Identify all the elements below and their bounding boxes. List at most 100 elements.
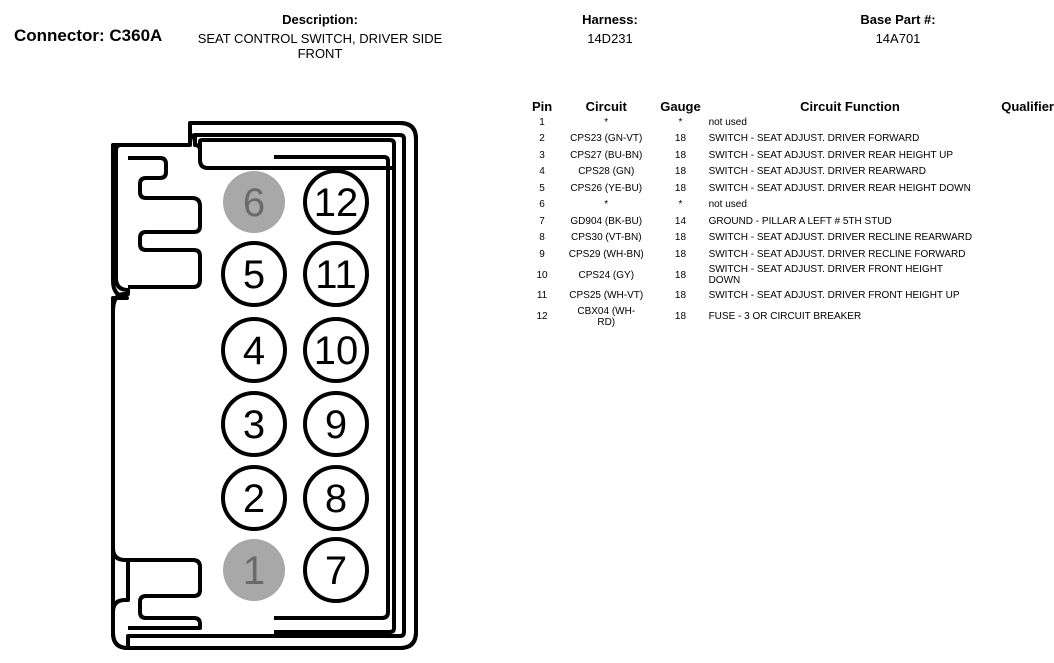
pin-cell: 1 xyxy=(539,116,545,128)
col-header-function: Circuit Function xyxy=(800,99,900,114)
circuit-cell: CPS26 (YE-BU) xyxy=(570,182,643,194)
gauge-cell: 18 xyxy=(674,269,687,281)
pin-circle xyxy=(221,317,287,383)
pin-circle xyxy=(303,391,369,457)
base-part-value: 14A701 xyxy=(875,31,921,46)
col-header-circuit: Circuit xyxy=(585,99,627,114)
harness-value: 14D231 xyxy=(587,31,633,46)
pin-label: 11 xyxy=(315,253,357,297)
qualifier-cell xyxy=(995,213,1054,230)
circuit-cell: CPS25 (WH-VT) xyxy=(569,290,644,302)
pin-label: 6 xyxy=(243,181,265,225)
function-cell: SWITCH - SEAT ADJUST. DRIVER FORWARD xyxy=(708,133,920,145)
pin-cell: 3 xyxy=(539,149,545,161)
connector-latch-top xyxy=(128,156,202,289)
qualifier-cell xyxy=(995,180,1054,197)
gauge-cell: * xyxy=(678,116,683,128)
pin-label: 3 xyxy=(243,403,265,447)
gauge-cell: 18 xyxy=(674,311,687,322)
function-cell: SWITCH - SEAT ADJUST. DRIVER REAR HEIGHT… xyxy=(708,149,954,161)
pin-circle xyxy=(303,241,369,307)
pin-cell: 10 xyxy=(536,269,548,281)
pin-9: 9 xyxy=(303,391,369,457)
pin-circle xyxy=(221,465,287,531)
connector-title: Connector: C360A xyxy=(14,26,163,45)
pin-circle xyxy=(303,169,369,235)
pin-2: 2 xyxy=(221,465,287,531)
pin-circle xyxy=(223,539,285,601)
pin-label: 8 xyxy=(325,477,347,521)
pin-6: 6 xyxy=(223,171,285,233)
function-cell: SWITCH - SEAT ADJUST. DRIVER REAR HEIGHT… xyxy=(708,182,971,194)
gauge-cell: 18 xyxy=(674,182,687,194)
circuit-cell: CPS30 (VT-BN) xyxy=(570,232,642,244)
function-cell: not used xyxy=(708,116,747,128)
pin-cell: 2 xyxy=(539,133,545,145)
function-cell: SWITCH - SEAT ADJUST. DRIVER RECLINE REA… xyxy=(708,232,973,244)
pin-11: 11 xyxy=(303,241,369,307)
pin-3: 3 xyxy=(221,391,287,457)
table-row: 3 CPS27 (BU-BN) 18 SWITCH - SEAT ADJUST. DR… xyxy=(528,147,1054,164)
base-part-label: Base Part #: xyxy=(860,12,936,27)
qualifier-cell xyxy=(995,114,1054,131)
connector-inner-cavity xyxy=(193,135,396,634)
circuit-cell: CPS28 (GN) xyxy=(578,166,635,178)
qualifier-cell xyxy=(995,147,1054,164)
function-cell: GROUND - PILLAR A LEFT # 5TH STUD xyxy=(708,215,892,227)
qualifier-cell xyxy=(995,164,1054,181)
pin-label: 10 xyxy=(314,329,359,373)
gauge-cell: 18 xyxy=(674,290,687,302)
gauge-cell: 18 xyxy=(674,133,687,145)
col-header-pin: Pin xyxy=(531,99,553,114)
pin-cell: 8 xyxy=(539,232,545,244)
gauge-cell: 18 xyxy=(674,149,687,161)
pin-10: 10 xyxy=(303,317,369,383)
gauge-cell: 14 xyxy=(674,215,687,227)
circuit-cell: * xyxy=(604,116,609,128)
pin-label: 4 xyxy=(243,329,265,373)
qualifier-cell xyxy=(995,288,1054,305)
pin-label: 5 xyxy=(243,253,265,297)
qualifier-cell xyxy=(995,197,1054,214)
pin-12: 12 xyxy=(303,169,369,235)
pin-4: 4 xyxy=(221,317,287,383)
col-header-gauge: Gauge xyxy=(660,99,701,114)
pin-cell: 12 xyxy=(536,311,548,322)
pin-cell: 5 xyxy=(539,182,545,194)
pin-8: 8 xyxy=(303,465,369,531)
circuit-cell: GD904 (BK-BU) xyxy=(570,215,643,227)
function-cell: SWITCH - SEAT ADJUST. DRIVER REARWARD xyxy=(708,166,926,178)
col-header-qualifier: Qualifier xyxy=(1001,99,1054,114)
pin-5: 5 xyxy=(221,241,287,307)
base-part-block: Base Part #: 14A701 xyxy=(818,12,978,46)
function-cell: SWITCH - SEAT ADJUST. DRIVER FRONT HEIGH… xyxy=(708,290,960,302)
pin-7: 7 xyxy=(303,537,369,603)
table-row: 2 CPS23 (GN-VT) 18 SWITCH - SEAT ADJUST. DR… xyxy=(528,131,1054,148)
harness-label: Harness: xyxy=(582,12,638,27)
circuit-cell: * xyxy=(604,199,609,211)
circuit-cell: CPS27 (BU-BN) xyxy=(570,149,643,161)
gauge-cell: * xyxy=(678,199,683,211)
pin-circle xyxy=(303,465,369,531)
pin-circle xyxy=(303,317,369,383)
description-block: Description: SEAT CONTROL SWITCH, DRIVER… xyxy=(180,12,460,61)
description-label: Description: xyxy=(282,12,358,27)
circuit-cell: CPS29 (WH-BN) xyxy=(568,248,644,260)
circuit-cell: CPS23 (GN-VT) xyxy=(570,133,643,145)
qualifier-cell xyxy=(995,230,1054,247)
pin-cell: 6 xyxy=(539,199,545,211)
qualifier-cell xyxy=(995,131,1054,148)
circuit-cell: CPS24 (GY) xyxy=(578,269,635,281)
pin-cell: 11 xyxy=(536,290,548,302)
function-cell: SWITCH - SEAT ADJUST. DRIVER RECLINE FOR… xyxy=(708,248,966,260)
function-cell: FUSE - 3 OR CIRCUIT BREAKER xyxy=(708,311,862,322)
pin-label: 2 xyxy=(243,477,265,521)
pin-cell: 4 xyxy=(539,166,545,178)
harness-block: Harness: 14D231 xyxy=(540,12,680,46)
